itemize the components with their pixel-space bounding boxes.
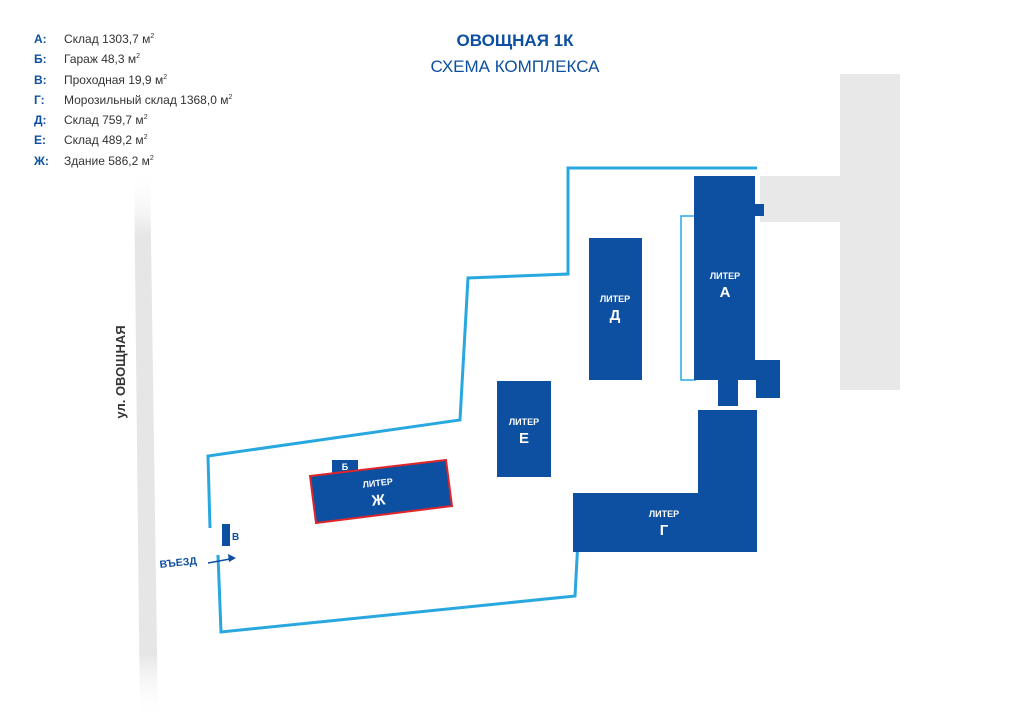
building-b-shape	[332, 460, 358, 473]
legend-key: Е:	[34, 133, 46, 148]
building-zh-letter: Ж	[370, 491, 387, 510]
building-b[interactable]: Б	[332, 460, 358, 473]
legend-text: Склад 759,7 м	[64, 113, 144, 128]
building-g-letter: Г	[660, 522, 669, 539]
legend-key: Д:	[34, 113, 47, 128]
legend-unit-sup: 2	[143, 114, 148, 122]
neighbor-building	[760, 74, 900, 390]
legend-unit-sup: 2	[143, 134, 148, 142]
legend-text: Склад 489,2 м	[64, 133, 144, 148]
building-d-letter: Д	[610, 307, 621, 324]
building-zh[interactable]: ЛИТЕР Ж	[308, 458, 454, 525]
entrance-label: ВЪЕЗД	[159, 555, 198, 571]
map-title: ОВОЩНАЯ 1К	[456, 31, 574, 50]
street-road	[134, 170, 158, 720]
building-a[interactable]: ЛИТЕР А	[680, 176, 780, 406]
legend-unit-sup: 2	[149, 154, 154, 162]
building-a-letter: А	[720, 284, 731, 301]
building-d-word: ЛИТЕР	[600, 294, 630, 304]
legend-text: Морозильный склад 1368,0 м	[64, 92, 229, 107]
legend-text: Здание 586,2 м	[64, 153, 150, 168]
legend-item-zh: Ж: Здание 586,2 м2	[34, 154, 232, 174]
building-e-shape	[497, 381, 551, 477]
entrance-marker: ВЪЕЗД	[159, 554, 236, 571]
legend-unit-sup: 2	[228, 93, 233, 101]
legend-text: Склад 1303,7 м	[64, 32, 151, 46]
entrance-arrow	[207, 558, 231, 564]
legend-key: Г:	[34, 92, 45, 107]
building-zh-shape	[308, 458, 454, 525]
legend-key: В:	[34, 72, 47, 87]
legend-key: Б:	[34, 52, 47, 67]
entrance-arrow-head	[228, 554, 236, 562]
legend-unit-sup: 2	[136, 53, 141, 61]
building-v-shape	[222, 524, 230, 546]
building-g-shape	[573, 410, 757, 552]
building-v-letter: В	[232, 532, 239, 543]
building-v[interactable]: В	[222, 524, 239, 546]
site-boundary-path	[206, 166, 757, 634]
legend-item-d: Д: Склад 759,7 м2	[34, 113, 232, 133]
legend-key: Ж:	[34, 153, 49, 168]
legend-text: Гараж 48,3 м	[64, 52, 137, 67]
legend-item-a: А: Склад 1303,7 м2	[34, 32, 232, 52]
legend: А: Склад 1303,7 м2 Б: Гараж 48,3 м2 В: П…	[34, 32, 232, 174]
legend-key: А:	[34, 32, 47, 46]
building-e-word: ЛИТЕР	[509, 417, 539, 427]
legend-unit-sup: 2	[150, 33, 155, 40]
building-a-word: ЛИТЕР	[710, 271, 740, 281]
building-g[interactable]: ЛИТЕР Г	[573, 410, 757, 552]
legend-item-b: Б: Гараж 48,3 м2	[34, 52, 232, 72]
building-d-shape	[589, 238, 642, 380]
legend-item-g: Г: Морозильный склад 1368,0 м2	[34, 93, 232, 113]
building-g-word: ЛИТЕР	[649, 509, 679, 519]
building-e[interactable]: ЛИТЕР Е	[497, 381, 551, 477]
legend-item-v: В: Проходная 19,9 м2	[34, 73, 232, 93]
legend-unit-sup: 2	[163, 73, 168, 81]
building-d[interactable]: ЛИТЕР Д	[589, 238, 642, 380]
building-a-shape	[694, 176, 780, 406]
building-e-letter: Е	[519, 430, 529, 447]
street-label: ул. ОВОЩНАЯ	[113, 325, 128, 418]
map-subtitle: СХЕМА КОМПЛЕКСА	[430, 57, 600, 76]
legend-item-e: Е: Склад 489,2 м2	[34, 133, 232, 153]
building-zh-word: ЛИТЕР	[362, 476, 393, 489]
building-b-letter: Б	[342, 462, 349, 472]
legend-text: Проходная 19,9 м	[64, 72, 164, 87]
building-a-annex-outline	[680, 215, 696, 381]
